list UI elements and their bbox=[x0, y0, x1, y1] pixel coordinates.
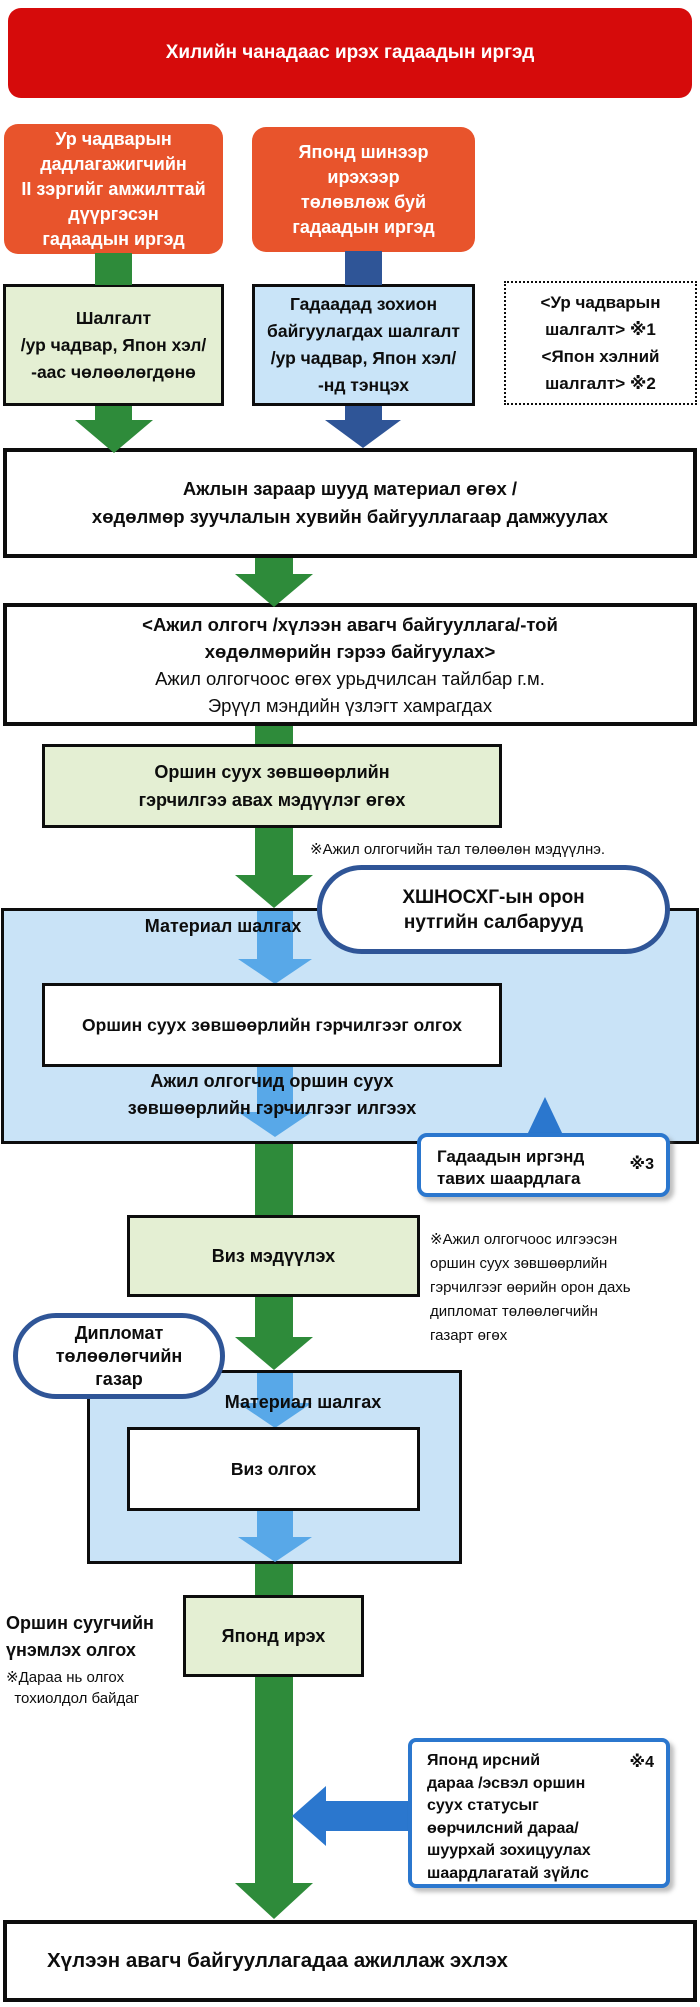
visa-apply-note: ※Ажил олгогчоос илгээсэн оршин суух зөвш… bbox=[430, 1231, 631, 1344]
contract-body: Ажил олгогчоос өгөх урьдчилсан тайлбар г… bbox=[155, 667, 545, 716]
coe-send-label: Ажил олгогчид оршин суух зөвшөөрлийн гэр… bbox=[127, 1071, 417, 1118]
embassy-badge: Дипломат төлөөлөгчийн газар bbox=[13, 1313, 225, 1399]
arrive-japan-box: Японд ирэх bbox=[183, 1595, 364, 1677]
arrow-down-lightblue-icon bbox=[238, 959, 312, 984]
arrow-down-green-icon bbox=[235, 1883, 313, 1919]
screening2-label: Материал шалгах bbox=[224, 1392, 382, 1412]
arrow-down-green-icon bbox=[235, 875, 313, 908]
visa-apply-box: Виз мэдүүлэх bbox=[127, 1215, 420, 1297]
arrow-down-green-icon bbox=[75, 420, 153, 453]
after-arrival-callout: Японд ирсний дараа /эсвэл оршин суух ста… bbox=[408, 1738, 670, 1888]
after-arrival-text: Японд ирсний дараа /эсвэл оршин суух ста… bbox=[427, 1752, 591, 1882]
exam-exempt-box: Шалгалт /ур чадвар, Япон хэл/ -аас чөлөө… bbox=[3, 284, 224, 406]
callout-pointer-up-icon bbox=[527, 1097, 563, 1135]
arrow-down-green-icon bbox=[95, 406, 132, 420]
immigration-office-badge: ХШНОСХГ-ын орон нутгийн салбарууд bbox=[317, 865, 670, 954]
residence-card-label: Оршин суугчийн үнэмлэх олгох ※Дараа нь о… bbox=[6, 1610, 216, 1709]
arrow-down-lightblue-icon bbox=[257, 1067, 293, 1112]
source-new-arrival-box: Японд шинээр ирэхээр төлөвлөж буй гадаад… bbox=[252, 127, 475, 252]
after-arrival-ref: ※4 bbox=[629, 1754, 654, 1771]
requirements-callout-text: Гадаадын иргэнд тавих шаардлага bbox=[437, 1147, 585, 1188]
arrow-down-green-icon bbox=[255, 828, 293, 875]
coe-issue-box: Оршин суух зөвшөөрлийн гэрчилгээг олгох bbox=[42, 983, 502, 1067]
green-connector-icon bbox=[95, 253, 132, 285]
green-connector-icon bbox=[255, 1144, 293, 1215]
visa-issue-box: Виз олгох bbox=[127, 1427, 420, 1511]
coe-apply-note: ※Ажил олгогчийн тал төлөөлөн мэдүүлнэ. bbox=[310, 841, 606, 858]
arrow-down-green-icon bbox=[255, 558, 293, 574]
arrow-down-lightblue-icon bbox=[238, 1403, 312, 1428]
arrow-down-lightblue-icon bbox=[257, 1373, 293, 1403]
start-work-box: Хүлээн авагч байгууллагадаа ажиллаж эхлэ… bbox=[3, 1920, 697, 2002]
arrow-down-green-icon bbox=[255, 1297, 293, 1337]
arrow-down-green-icon bbox=[255, 1677, 293, 1883]
page-title: Хилийн чанадаас ирэх гадаадын иргэд bbox=[8, 8, 692, 98]
contract-title: <Ажил олгогч /хүлээн авагч байгууллага/-… bbox=[142, 613, 558, 662]
exam-note-box: <Ур чадварын шалгалт> ※1 <Япон хэлний ша… bbox=[504, 281, 697, 405]
contract-step-box: <Ажил олгогч /хүлээн авагч байгууллага/-… bbox=[3, 603, 697, 726]
screening1-label: Материал шалгах bbox=[144, 916, 302, 936]
residence-card-note: ※Дараа нь олгох тохиолдол байдаг bbox=[6, 1669, 140, 1707]
source-skill-intern-box: Ур чадварын дадлагажигчийн II зэргийг ам… bbox=[4, 124, 223, 254]
arrow-down-blue-icon bbox=[345, 406, 382, 420]
arrow-down-lightblue-icon bbox=[238, 1537, 312, 1562]
arrow-down-lightblue-icon bbox=[257, 911, 293, 959]
coe-apply-box: Оршин суух зөвшөөрлийн гэрчилгээ авах мэ… bbox=[42, 744, 502, 828]
green-connector-icon bbox=[255, 726, 293, 744]
exam-abroad-box: Гадаадад зохион байгуулагдах шалгалт /ур… bbox=[252, 284, 475, 406]
blue-connector-icon bbox=[345, 251, 382, 285]
requirements-callout: Гадаадын иргэнд тавих шаардлага ※3 bbox=[417, 1133, 670, 1197]
arrow-down-lightblue-icon bbox=[238, 1112, 312, 1137]
green-connector-icon bbox=[255, 1564, 293, 1595]
requirements-ref: ※3 bbox=[629, 1156, 654, 1173]
apply-step-box: Ажлын зараар шууд материал өгөх / хөдөлм… bbox=[3, 448, 697, 558]
arrow-left-blue-icon bbox=[326, 1801, 410, 1831]
arrow-left-blue-icon bbox=[292, 1786, 326, 1846]
residence-card-title: Оршин суугчийн үнэмлэх олгох bbox=[6, 1613, 154, 1660]
arrow-down-blue-icon bbox=[325, 420, 401, 448]
page-title-text: Хилийн чанадаас ирэх гадаадын иргэд bbox=[165, 42, 535, 63]
arrow-down-green-icon bbox=[235, 1337, 313, 1370]
arrow-down-green-icon bbox=[235, 574, 313, 607]
arrow-down-lightblue-icon bbox=[257, 1511, 293, 1537]
